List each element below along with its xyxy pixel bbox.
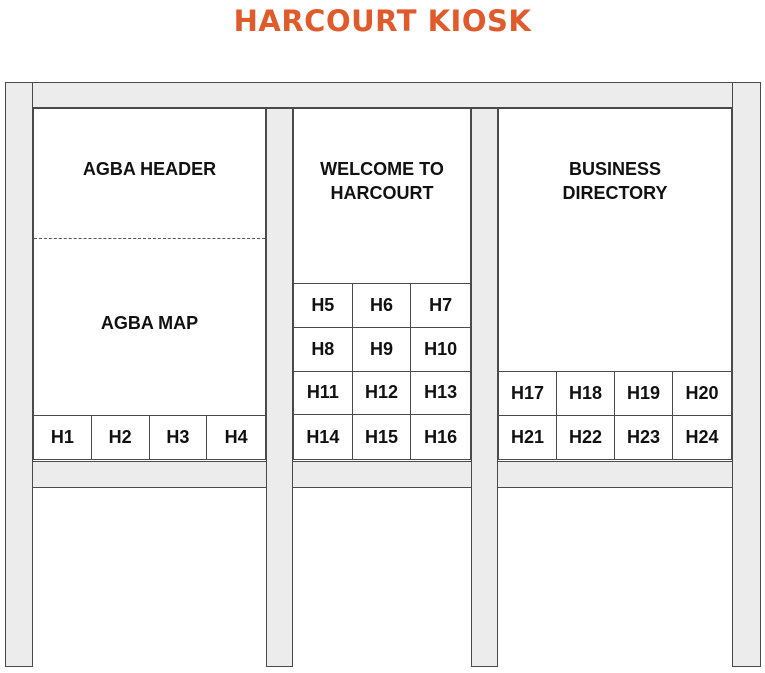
- space-h18: H18: [557, 372, 615, 416]
- header-divider: [34, 238, 265, 239]
- post-center-right: [471, 108, 498, 667]
- space-h15: H15: [353, 415, 412, 459]
- space-h12: H12: [352, 371, 412, 416]
- post-center-left: [266, 108, 293, 667]
- space-h14: H14: [294, 415, 353, 459]
- welcome-header: WELCOME TO HARCOURT: [320, 159, 444, 203]
- space-h24: H24: [685, 426, 719, 447]
- space-h9: H9: [352, 327, 412, 372]
- space-h6: H6: [352, 284, 412, 328]
- space-h13: H13: [411, 372, 470, 416]
- space-h1: H1: [34, 416, 92, 459]
- space-h7: H7: [411, 284, 470, 328]
- space-h22: H22: [557, 415, 615, 459]
- kiosk-title: HARCOURT KIOSK: [233, 4, 532, 38]
- space-h21: H21: [499, 415, 557, 459]
- directory-header: BUSINESS DIRECTORY: [562, 159, 668, 203]
- space-h8: H8: [294, 327, 353, 372]
- space-h19: H19: [615, 372, 673, 416]
- space-h3: H3: [150, 416, 208, 459]
- space-h23: H23: [615, 415, 673, 459]
- bottom-beam: [5, 461, 761, 488]
- space-h11: H11: [294, 371, 353, 416]
- post-right: [732, 82, 761, 667]
- space-h10: H10: [411, 328, 470, 372]
- space-h2: H2: [92, 416, 150, 459]
- top-beam: [5, 82, 761, 108]
- space-h17: H17: [499, 372, 557, 416]
- space-h5: H5: [294, 284, 353, 328]
- agba-header: AGBA HEADER: [82, 159, 217, 179]
- space-h16: H16: [424, 426, 458, 447]
- post-left: [5, 82, 33, 667]
- space-h20: H20: [673, 372, 731, 416]
- space-h4: H4: [224, 427, 248, 447]
- agba-map: AGBA MAP: [100, 313, 199, 333]
